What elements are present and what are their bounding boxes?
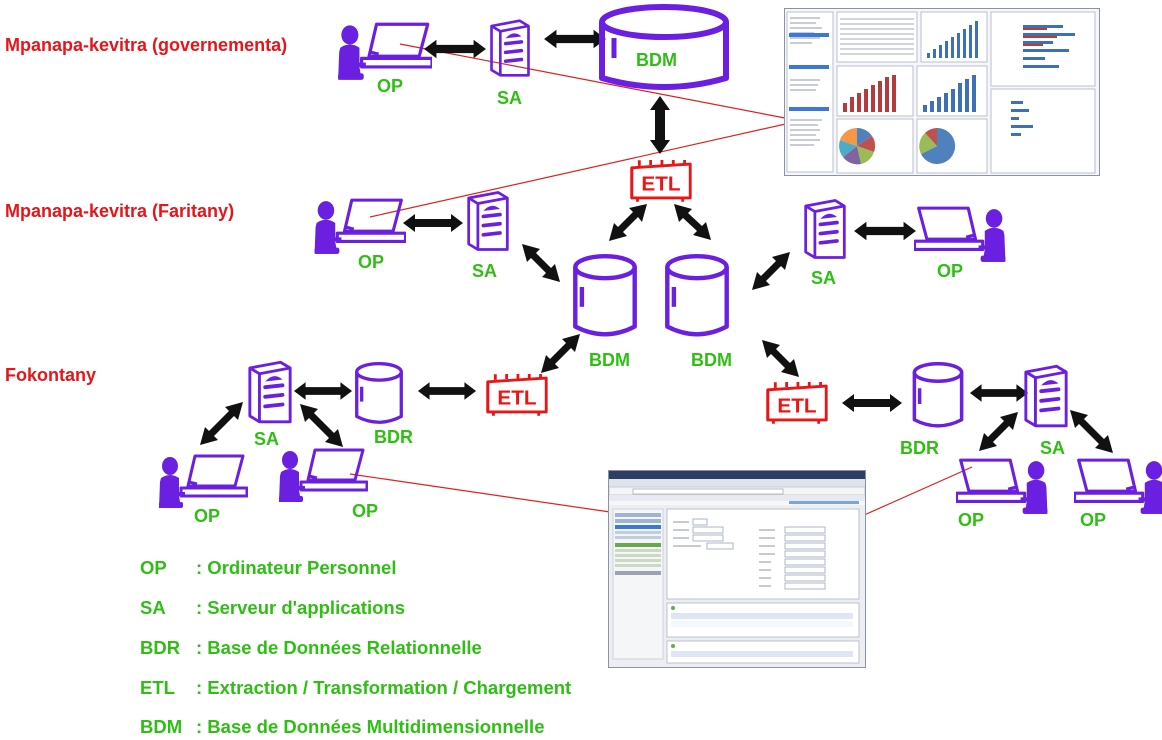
op-local-right-2 (1074, 458, 1162, 516)
op-local-left-2 (277, 448, 368, 504)
label-bdm-regional-left: BDM (589, 350, 630, 370)
legend-item-op: OP : Ordinateur Personnel (140, 557, 396, 579)
legend-text: : Ordinateur Personnel (196, 557, 397, 578)
arrow-sa-bdm-national (544, 29, 606, 49)
arrow-bdr-sa-local-right (969, 384, 1029, 402)
legend-text: : Extraction / Transformation / Chargeme… (196, 677, 572, 698)
label-op-local-right-2: OP (1080, 510, 1106, 530)
arrow-bdr-etl-local-left (417, 382, 477, 400)
op-regional-right (914, 206, 1008, 264)
legend-text: : Base de Données Relationnelle (196, 637, 482, 658)
level-title-regional: Mpanapa-kevitra (Faritany) (5, 201, 235, 221)
sa-local-left (250, 362, 290, 422)
legend-item-etl: ETL : Extraction / Transformation / Charg… (140, 677, 571, 699)
legend-abbr: ETL (140, 677, 175, 698)
arrow-sa-op-local-left-1 (200, 402, 243, 445)
label-bdr-local-left: BDR (374, 427, 413, 447)
arrow-bdm-etl-local-left (541, 334, 580, 373)
etl-national (630, 160, 692, 202)
arrow-bdm-etl-national (650, 96, 670, 154)
label-op-national: OP (377, 76, 403, 96)
label-sa-regional-right: SA (811, 268, 836, 288)
arrow-bdm-etl-local-right (762, 340, 799, 377)
bdm-regional-right (667, 256, 726, 334)
arrow-sa-bdr-local-left (293, 382, 353, 400)
op-national (336, 22, 432, 82)
label-sa-national: SA (497, 88, 522, 108)
bdm-national (599, 4, 729, 90)
bdr-local-left (354, 362, 404, 425)
webapp-screenshot-thumbnail (608, 470, 866, 668)
arrow-bdm-sa-regional-right (752, 252, 790, 290)
label-op-local-right-1: OP (958, 510, 984, 530)
leader-lines (349, 43, 973, 517)
legend-item-bdr: BDR : Base de Données Relationnelle (140, 637, 482, 659)
arrow-sa-op-regional-right (854, 221, 916, 241)
label-op-local-left-1: OP (194, 506, 220, 526)
etl-local-left (486, 374, 548, 416)
legend-abbr: BDM (140, 716, 183, 737)
label-op-regional-right: OP (937, 261, 963, 281)
legend-abbr: BDR (140, 637, 181, 658)
label-bdm-national: BDM (636, 50, 677, 70)
webapp-thumbnail-graphic (609, 471, 865, 664)
bdr-local-right (912, 362, 964, 428)
level-title-national: Mpanapa-kevitra (governementa) (5, 35, 288, 55)
arrow-etl-bdr-local-right (842, 394, 902, 412)
op-regional-left (313, 198, 406, 256)
dashboard-thumbnail-graphic (785, 9, 1099, 175)
arrow-op-sa-national (424, 39, 486, 59)
sa-local-right (1026, 366, 1066, 426)
etl-local-right (766, 382, 828, 424)
bdm-regional-left (575, 256, 634, 334)
label-bdr-local-right: BDR (900, 438, 939, 458)
label-sa-local-left: SA (254, 429, 279, 449)
legend-item-bdm: BDM : Base de Données Multidimensionnelle (140, 716, 544, 738)
arrow-sa-op-local-right-2 (1070, 410, 1113, 453)
label-op-regional-left: OP (358, 252, 384, 272)
arrow-sa-op-local-left-2 (300, 404, 343, 447)
arrow-op-sa-regional-left (403, 214, 463, 232)
label-sa-local-right: SA (1040, 438, 1065, 458)
legend-abbr: OP (140, 557, 167, 578)
sa-regional-left (466, 190, 510, 252)
label-op-local-left-2: OP (352, 501, 378, 521)
sa-regional-right (803, 198, 847, 260)
arrow-etl-bdm-right (674, 204, 711, 240)
op-local-left-1 (157, 454, 248, 510)
arrow-sa-bdm-regional-left (522, 244, 560, 282)
legend-abbr: SA (140, 597, 166, 618)
legend-item-sa: SA : Serveur d'applications (140, 597, 405, 619)
level-title-local: Fokontany (5, 365, 97, 385)
label-sa-regional-left: SA (472, 261, 497, 281)
arrow-sa-op-local-right-1 (979, 412, 1018, 451)
arrow-etl-bdm-left (609, 204, 647, 241)
dashboard-screenshot-thumbnail (784, 8, 1100, 176)
legend-text: : Base de Données Multidimensionnelle (196, 716, 545, 737)
legend-text: : Serveur d'applications (196, 597, 405, 618)
label-bdm-regional-right: BDM (691, 350, 732, 370)
